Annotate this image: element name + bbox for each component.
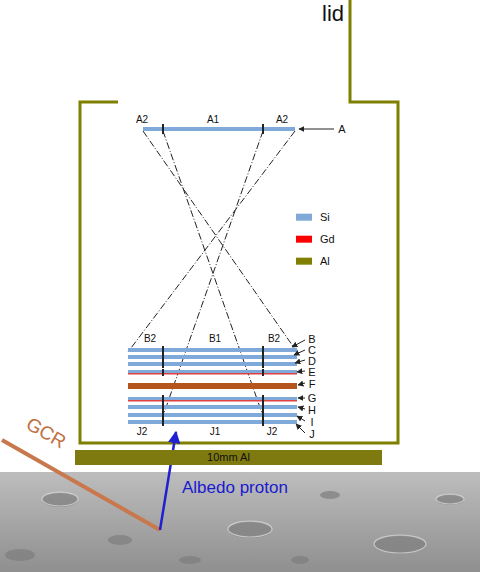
layer-label-text: G (308, 392, 317, 404)
albedo-proton-track (160, 432, 176, 530)
layer-label: F (309, 378, 316, 391)
layer-label-text: D (308, 355, 316, 367)
layer-label: A (338, 123, 345, 136)
layer-label-text: H (308, 404, 316, 416)
segment-label: B2 (144, 333, 156, 345)
segment-label-text: J1 (210, 426, 221, 437)
legend-text: Gd (320, 233, 335, 246)
lid-label-text: lid (322, 1, 344, 26)
legend-text: Al (320, 255, 330, 268)
segment-label-text: A1 (207, 114, 219, 125)
plate-label: 10mm Al (207, 451, 250, 464)
layer-label-text: C (308, 344, 316, 356)
layer-label-text: E (308, 366, 315, 378)
detector-stack (128, 346, 297, 426)
segment-label-text: B2 (268, 333, 280, 344)
acceptance-lines (128, 131, 297, 416)
legend-entry: Si (296, 211, 330, 224)
particle-label-text: Albedo proton (182, 478, 288, 497)
segment-label-text: A2 (136, 114, 148, 125)
segment-label: J2 (137, 426, 148, 438)
layer-label-text: A (338, 123, 345, 135)
layer-label: G (308, 392, 317, 405)
segment-label-text: B1 (209, 333, 221, 344)
layer-label: C (308, 344, 316, 357)
segment-label: B2 (268, 333, 280, 345)
segment-label: A2 (136, 114, 148, 126)
layer-label-text: F (309, 378, 316, 390)
layer-label-text: B (308, 333, 315, 345)
segment-label-text: J2 (137, 426, 148, 437)
layer-a (143, 124, 295, 134)
layer-label-text: J (309, 428, 315, 440)
segment-label: A2 (276, 114, 288, 126)
legend-swatch (296, 235, 312, 242)
aluminium-housing (80, 0, 398, 443)
particle-label-text: GCR (23, 413, 70, 452)
segment-label: J1 (210, 426, 221, 438)
particle-label: Albedo proton (182, 478, 288, 498)
layer-label: J (309, 428, 315, 441)
legend-swatch (296, 257, 312, 264)
segment-label: J2 (267, 426, 278, 438)
particle-label: GCR (22, 413, 69, 453)
segment-label-text: B2 (144, 333, 156, 344)
layer-label: D (308, 355, 316, 368)
layer-arrows (292, 129, 334, 433)
lid-label: lid (322, 1, 344, 26)
segment-label: A1 (207, 114, 219, 126)
layer-label: H (308, 404, 316, 417)
segment-label-text: A2 (276, 114, 288, 125)
layer-label: B (308, 333, 315, 346)
moon-surface (0, 472, 480, 572)
aluminium-plate: 10mm Al (75, 450, 382, 465)
legend-text: Si (320, 211, 330, 224)
legend-entry: Al (296, 255, 330, 268)
layer-label: I (310, 416, 313, 429)
segment-label: B1 (209, 333, 221, 345)
layer-label: E (308, 366, 315, 379)
segment-label-text: J2 (267, 426, 278, 437)
layer-label-text: I (310, 416, 313, 428)
legend-entry: Gd (296, 233, 335, 246)
legend-swatch (296, 213, 312, 220)
